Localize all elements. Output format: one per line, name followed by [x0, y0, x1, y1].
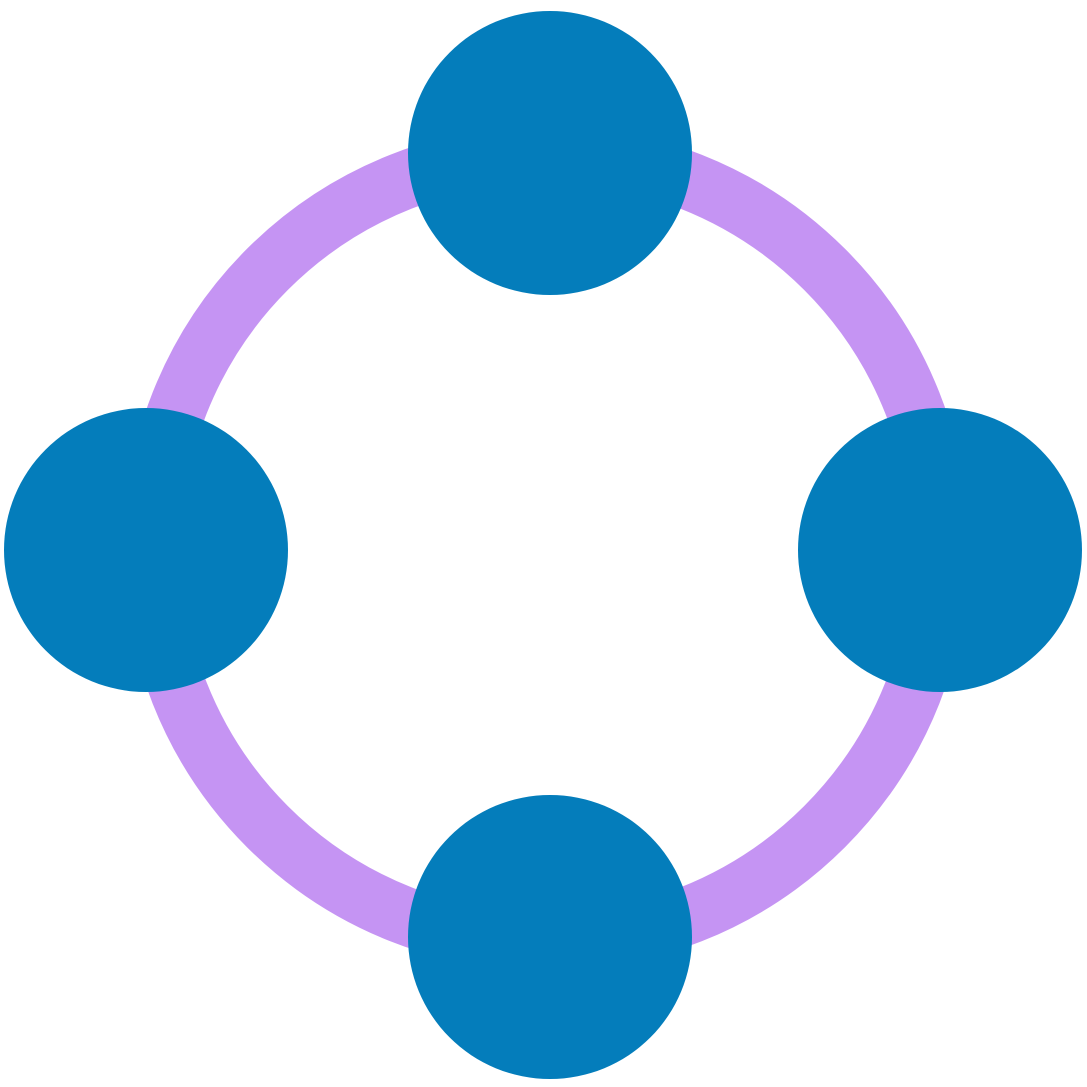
- node-bottom: [408, 795, 692, 1079]
- node-left: [4, 408, 288, 692]
- node-top: [408, 11, 692, 295]
- node-right: [798, 408, 1082, 692]
